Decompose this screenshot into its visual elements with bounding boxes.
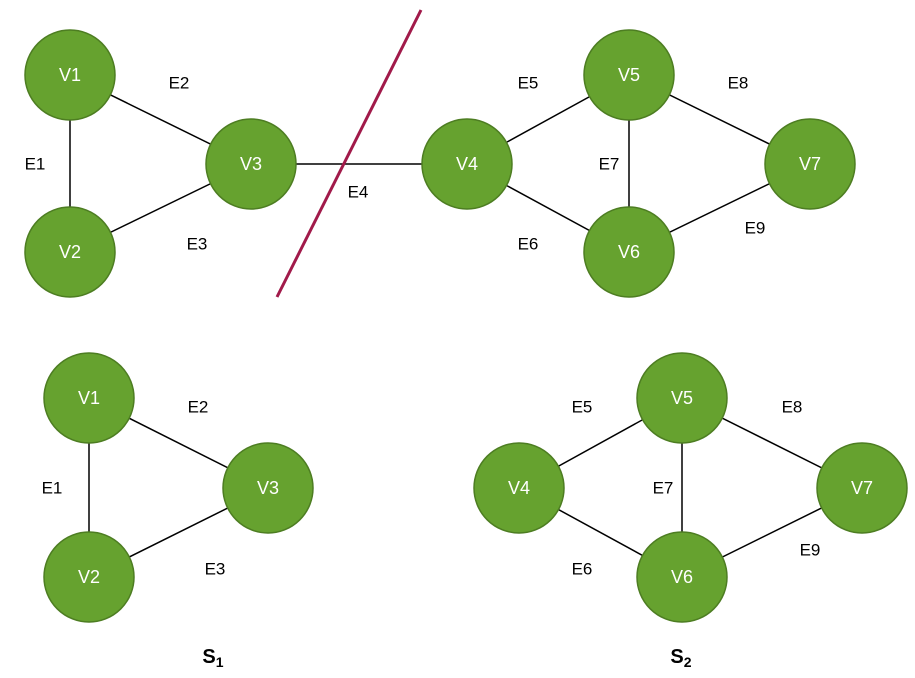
node-label-v2: V2 <box>78 567 100 587</box>
node-v7 <box>816 442 908 534</box>
edge-label-e1: E1 <box>25 154 46 173</box>
node-v3 <box>222 442 314 534</box>
edge-label-e6: E6 <box>518 234 539 253</box>
node-label-v1: V1 <box>59 65 81 85</box>
node-v6 <box>583 206 675 298</box>
edge-label-e7: E7 <box>653 478 674 497</box>
node-v4 <box>473 442 565 534</box>
cut-line <box>275 9 423 298</box>
node-v1 <box>24 29 116 121</box>
node-v5 <box>583 29 675 121</box>
subgraph-s1-label: S1 <box>202 646 223 670</box>
node-label-v4: V4 <box>508 478 530 498</box>
edge-label-e8: E8 <box>728 73 749 92</box>
edge-label-e4: E4 <box>348 182 369 201</box>
edge-label-e3: E3 <box>187 234 208 253</box>
edge-label-e9: E9 <box>800 540 821 559</box>
node-label-v2: V2 <box>59 242 81 262</box>
edge-label-e9: E9 <box>745 218 766 237</box>
node-label-v7: V7 <box>799 154 821 174</box>
node-label-v6: V6 <box>618 242 640 262</box>
node-v3 <box>205 118 297 210</box>
edge-label-e8: E8 <box>782 397 803 416</box>
node-label-v1: V1 <box>78 388 100 408</box>
subgraph-s2-label: S2 <box>670 646 691 670</box>
node-v7 <box>764 118 856 210</box>
node-v2 <box>43 531 135 623</box>
node-label-v3: V3 <box>257 478 279 498</box>
edge-label-e5: E5 <box>518 73 539 92</box>
node-v4 <box>421 118 513 210</box>
node-label-v6: V6 <box>671 567 693 587</box>
node-label-v3: V3 <box>240 154 262 174</box>
edge-label-e3: E3 <box>205 559 226 578</box>
node-label-v7: V7 <box>851 478 873 498</box>
node-v2 <box>24 206 116 298</box>
node-label-v4: V4 <box>456 154 478 174</box>
edge-label-e2: E2 <box>169 73 190 92</box>
edge-label-e5: E5 <box>572 397 593 416</box>
edge-label-e6: E6 <box>572 559 593 578</box>
edge-label-e7: E7 <box>599 154 620 173</box>
node-v5 <box>636 352 728 444</box>
edge-label-e1: E1 <box>42 478 63 497</box>
node-label-v5: V5 <box>618 65 640 85</box>
node-label-v5: V5 <box>671 388 693 408</box>
edge-label-e2: E2 <box>188 397 209 416</box>
node-v1 <box>43 352 135 444</box>
node-v6 <box>636 531 728 623</box>
